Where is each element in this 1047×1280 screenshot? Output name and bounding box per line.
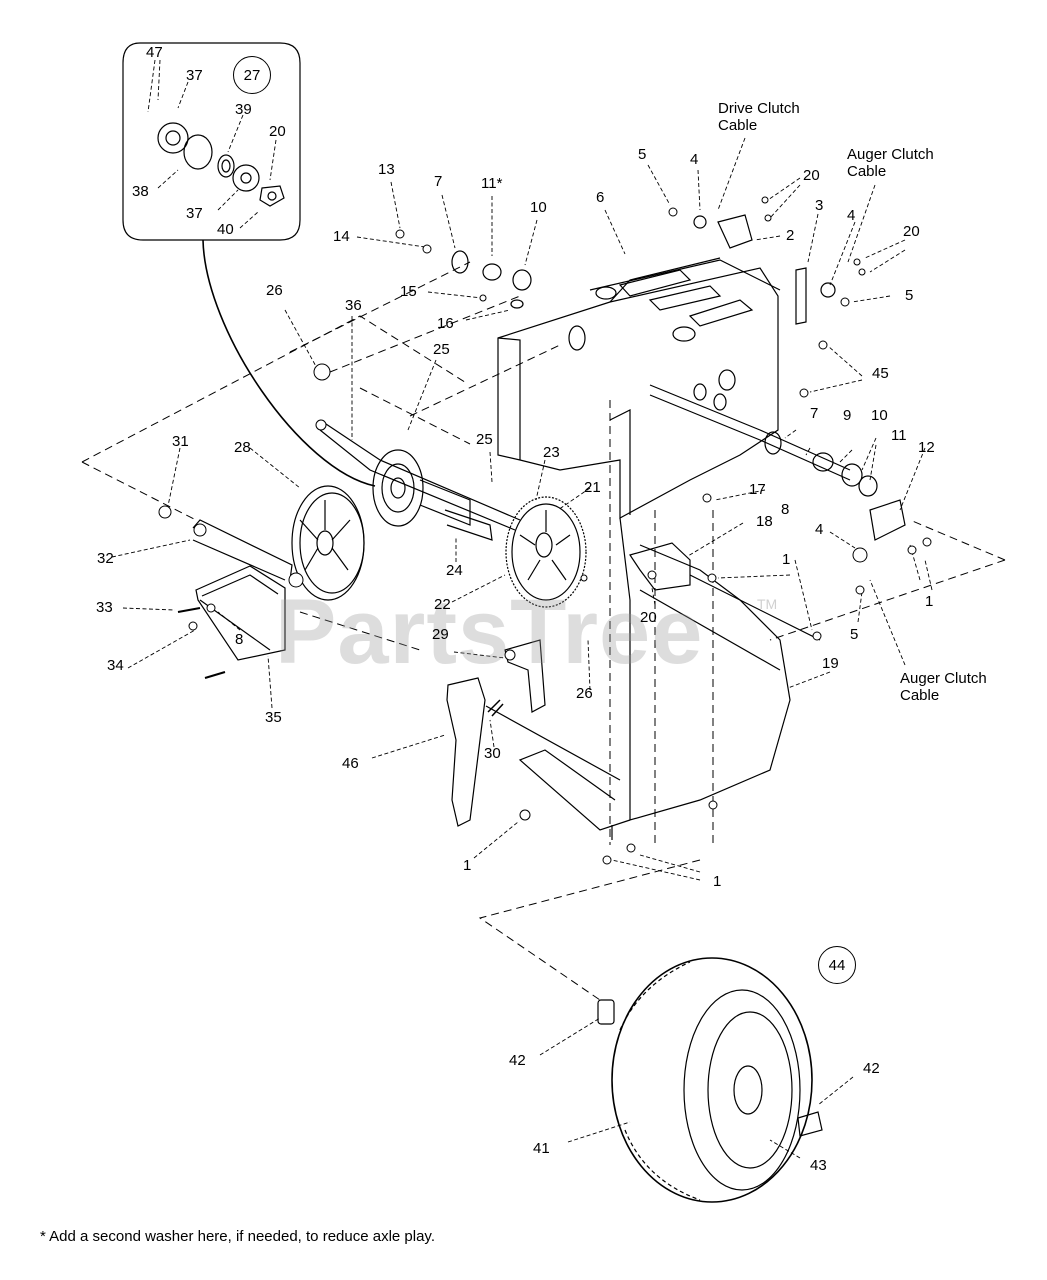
part-label: 39: [235, 101, 252, 118]
part-label: 21: [584, 479, 601, 496]
part-label: 14: [333, 228, 350, 245]
part-label: 9: [843, 407, 852, 424]
auger-clutch-cable-top-label: Auger Clutch Cable: [847, 146, 934, 180]
part-label: 5: [850, 626, 859, 643]
part-label: 4: [690, 151, 699, 168]
part-label: 1: [782, 551, 791, 568]
part-label: 7: [810, 405, 819, 422]
part-label: 3: [815, 197, 824, 214]
part-label: 25: [476, 431, 493, 448]
wheel-circled-label: 44: [818, 946, 856, 984]
part-label: 25: [433, 341, 450, 358]
part-label: 38: [132, 183, 149, 200]
part-label: 33: [96, 599, 113, 616]
part-label: 30: [484, 745, 501, 762]
part-label: 22: [434, 596, 451, 613]
part-label: 36: [345, 297, 362, 314]
part-label: 11*: [481, 175, 503, 192]
part-label: 40: [217, 221, 234, 238]
part-label: 10: [530, 199, 547, 216]
arm-46: [446, 677, 486, 827]
part-label: 19: [822, 655, 839, 672]
part-label: 6: [596, 189, 605, 206]
part-label: 34: [107, 657, 124, 674]
part-label: 24: [446, 562, 463, 579]
footnote: * Add a second washer here, if needed, t…: [40, 1228, 435, 1245]
lower-housing: [619, 517, 791, 821]
part-label: 8: [781, 501, 790, 518]
part-label: 37: [186, 67, 203, 84]
part-label: 42: [509, 1052, 526, 1069]
gear-22: [505, 496, 587, 608]
part-label: 15: [400, 283, 417, 300]
part-label: 20: [269, 123, 286, 140]
part-label: 17: [749, 481, 766, 498]
part-label: 4: [847, 207, 856, 224]
part-label: 43: [810, 1157, 827, 1174]
part-label: 11: [891, 427, 907, 444]
part-label: 4: [815, 521, 824, 538]
part-label: 23: [543, 444, 560, 461]
part-label: 28: [234, 439, 251, 456]
part-label: 20: [640, 609, 657, 626]
wheel-41: [611, 957, 813, 1203]
inset-box: [122, 42, 301, 241]
part-label: 46: [342, 755, 359, 772]
trademark-mark: TM: [757, 596, 778, 612]
part-label: 8: [235, 631, 244, 648]
part-label: 5: [638, 146, 647, 163]
part-label: 41: [533, 1140, 550, 1157]
part-label: 35: [265, 709, 282, 726]
part-label: 29: [432, 626, 449, 643]
part-label: 20: [903, 223, 920, 240]
part-label: 1: [925, 593, 934, 610]
part-label: 42: [863, 1060, 880, 1077]
bracket-35: [195, 565, 286, 661]
part-label: 18: [756, 513, 773, 530]
part-label: 45: [872, 365, 889, 382]
auger-clutch-cable-bottom-label: Auger Clutch Cable: [900, 670, 987, 704]
part-label: 47: [146, 44, 163, 61]
part-label: 10: [871, 407, 888, 424]
part-label: 1: [713, 873, 722, 890]
part-label: 1: [463, 857, 472, 874]
partstree-watermark: PartsTree: [275, 581, 704, 683]
part-label: 20: [803, 167, 820, 184]
part-label: 5: [905, 287, 914, 304]
part-label: 26: [266, 282, 283, 299]
part-label: 12: [918, 439, 935, 456]
part-label: 26: [576, 685, 593, 702]
part-label: 2: [786, 227, 795, 244]
part-label: 37: [186, 205, 203, 222]
part-label: 13: [378, 161, 395, 178]
part-label: 7: [434, 173, 443, 190]
part-label: 16: [437, 315, 454, 332]
part-label: 32: [97, 550, 114, 567]
drive-clutch-cable-label: Drive Clutch Cable: [718, 100, 800, 134]
inset-circled-label: 27: [233, 56, 271, 94]
part-label: 31: [172, 433, 189, 450]
